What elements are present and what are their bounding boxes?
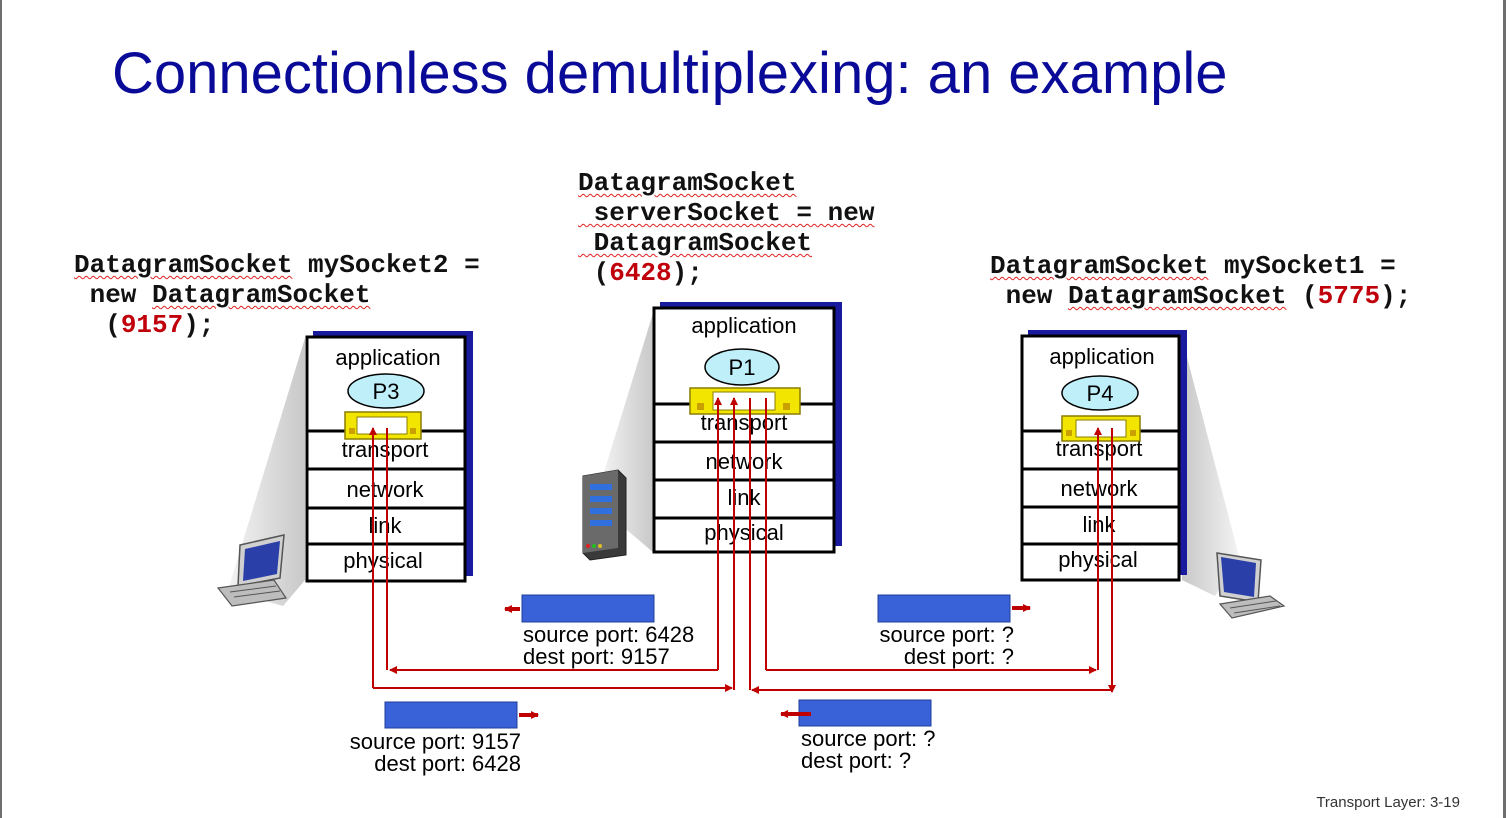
slide-footer: Transport Layer: 3-19 [1316, 794, 1460, 811]
slide-title: Connectionless demultiplexing: an exampl… [112, 41, 1228, 106]
left-code-new: new [74, 280, 153, 310]
left-port-close: ); [183, 310, 215, 340]
right-port-open: ( [1286, 281, 1318, 311]
server-process-oval [704, 348, 780, 386]
segment-s3-source: source port: 9157 [350, 729, 521, 754]
left-layer-physical: physical [343, 548, 422, 573]
left-protocol-stack: application P3 transport network link ph… [305, 331, 473, 583]
left-host-fan [228, 338, 305, 606]
segment-s3: source port: 9157 dest port: 6428 [350, 701, 539, 776]
right-layer-application: application [1049, 344, 1154, 369]
left-layer-application: application [335, 345, 440, 370]
right-socket-code: DatagramSocket mySocket1 = new DatagramS… [990, 251, 1411, 311]
left-code-class: DatagramSocket [74, 250, 293, 280]
left-code-var: mySocket2 = [292, 250, 480, 280]
left-port-open: ( [74, 310, 121, 340]
slide-left-border [0, 0, 2, 818]
right-port-number: 5775 [1317, 281, 1381, 311]
segment-s1-dest: dest port: 9157 [523, 644, 670, 669]
right-code-new: new [990, 281, 1069, 311]
right-process-oval [1061, 375, 1139, 411]
server-layer-application: application [691, 313, 796, 338]
segment-s4-dest: dest port: ? [801, 748, 911, 773]
segment-s3-dest: dest port: 6428 [374, 751, 521, 776]
slide-right-border [1503, 0, 1506, 818]
server-layer-transport: transport [701, 410, 788, 435]
segment-s4: source port: ? dest port: ? [780, 699, 936, 773]
left-socket-code: DatagramSocket mySocket2 = new DatagramS… [74, 250, 480, 340]
right-process-label: P4 [1087, 381, 1114, 406]
left-port-number: 9157 [120, 310, 184, 340]
right-port-close: ); [1380, 281, 1412, 311]
right-code-class: DatagramSocket [990, 251, 1209, 281]
server-layer-physical: physical [704, 520, 783, 545]
segment-s1-source: source port: 6428 [523, 622, 694, 647]
left-process-label: P3 [373, 379, 400, 404]
left-layer-network: network [346, 477, 424, 502]
server-port-close: ); [671, 258, 703, 288]
server-tower-icon [582, 469, 627, 561]
left-layer-transport: transport [342, 437, 429, 462]
segment-s2-dest: dest port: ? [904, 644, 1014, 669]
right-code-ctor: DatagramSocket [1068, 281, 1287, 311]
right-layer-network: network [1060, 476, 1138, 501]
left-laptop-icon [216, 534, 288, 607]
server-port-number: 6428 [609, 258, 672, 288]
server-code-line3: DatagramSocket [578, 228, 813, 258]
server-socket-code: DatagramSocket serverSocket = new Datagr… [578, 168, 874, 288]
server-process-label: P1 [729, 355, 756, 380]
left-code-ctor: DatagramSocket [152, 280, 371, 310]
segment-s2: source port: ? dest port: ? [877, 594, 1031, 669]
segment-s4-source: source port: ? [801, 726, 936, 751]
server-port-open: ( [578, 258, 610, 288]
right-layer-link: link [1082, 512, 1116, 537]
server-code-line2: serverSocket = new [578, 198, 875, 228]
right-host-fan [1182, 338, 1240, 596]
left-layer-link: link [368, 513, 402, 538]
server-code-line1: DatagramSocket [578, 168, 797, 198]
flow-lines [369, 397, 1116, 694]
right-code-var: mySocket1 = [1208, 251, 1396, 281]
left-process-oval [347, 373, 425, 409]
segment-s1: source port: 6428 dest port: 9157 [504, 594, 694, 669]
right-protocol-stack: application P4 transport network link ph… [1020, 330, 1187, 582]
right-laptop-icon [1216, 552, 1286, 619]
segment-s2-source: source port: ? [879, 622, 1014, 647]
server-layer-link: link [727, 485, 761, 510]
server-protocol-stack: application P1 transport network link ph… [652, 302, 842, 554]
